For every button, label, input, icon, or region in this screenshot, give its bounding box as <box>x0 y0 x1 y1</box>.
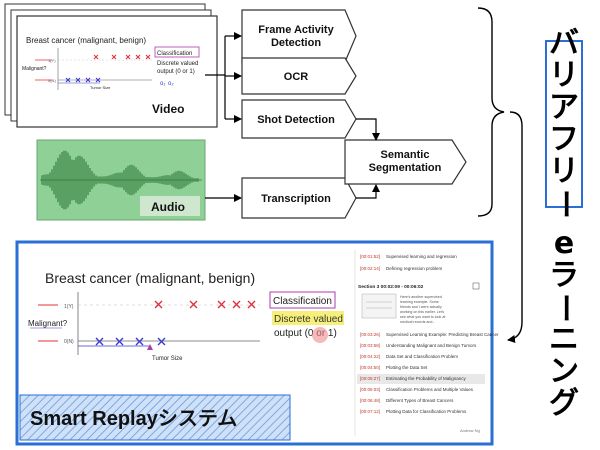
process-shot-detection: Shot Detection <box>241 99 357 139</box>
audio-label-bg <box>140 196 200 216</box>
ocr-label: OCR <box>284 71 309 83</box>
video-classification-box <box>154 46 200 58</box>
replay-discrete-highlight <box>272 311 344 325</box>
list-time-8: [00:06:48] <box>360 398 380 403</box>
vertical-title-rest: e ラ ー ニ ン グ <box>545 228 583 420</box>
vt-char-4: リ <box>549 154 579 189</box>
video-output: output (0 or 1) <box>157 69 195 75</box>
replay-cursor-dot <box>312 327 328 343</box>
list-item-2[interactable]: Supervised Learning Example: Predicting … <box>386 332 499 337</box>
replay-discrete: Discrete valued <box>274 314 343 325</box>
process-ocr: OCR <box>241 57 357 95</box>
frame-activity-line1: Frame Activity <box>258 24 334 36</box>
vt-char-3: フ <box>549 122 579 157</box>
list-row-highlight <box>357 374 485 384</box>
replay-tumor-size: Tumor Size <box>152 356 183 362</box>
process-transcription: Transcription <box>241 177 357 219</box>
vt-rest-1: ラ <box>549 258 579 293</box>
section-text: Here's another supervised learning examp… <box>400 295 446 324</box>
video-discrete: Discrete valued <box>157 61 198 67</box>
list-time-4: [00:04:22] <box>360 354 380 359</box>
replay-classification: Classification <box>273 296 332 307</box>
replay-red-crosses <box>154 300 256 309</box>
video-malignant: Malignant? <box>22 66 47 72</box>
video-blue-crosses <box>65 77 101 83</box>
process-semantic-segmentation: Semantic Segmentation <box>344 139 467 185</box>
svg-text:o₁: o₁ <box>160 81 165 87</box>
list-item-3[interactable]: Understanding Malignant and Benign Tumor… <box>386 343 477 348</box>
list-item-8[interactable]: Different Types of Breast Cancers <box>386 398 454 403</box>
video-classification: Classification <box>157 51 192 57</box>
vt-rest-5: グ <box>549 386 579 421</box>
video-slide <box>16 15 218 128</box>
process-frame-activity: Frame Activity Detection <box>241 9 357 63</box>
list-item-0: Supervised learning and regression <box>386 254 457 259</box>
system-label-bg <box>19 394 291 441</box>
svg-text:o₂: o₂ <box>168 81 174 87</box>
video-y0: 0(N) <box>48 78 56 83</box>
video-tumor-size: Tumor Size <box>90 85 111 90</box>
audio-box: Audio <box>36 139 206 221</box>
frame-activity-line2: Detection <box>271 37 321 49</box>
list-item-1: Defining regression problem <box>386 266 443 271</box>
list-item-6[interactable]: Estimating the Probability of Malignancy <box>386 376 467 381</box>
replay-slide-title: Breast cancer (malignant, benign) <box>45 270 255 286</box>
shot-detection-label: Shot Detection <box>257 114 335 126</box>
list-time-5: [00:04:50] <box>360 365 380 370</box>
list-item-4[interactable]: Data Set and Classification Problem <box>386 354 458 359</box>
replay-blue-crosses <box>95 337 166 346</box>
video-slide-title: Breast cancer (malignant, benign) <box>26 36 146 45</box>
replay-malignant: Malignant? <box>28 319 68 328</box>
list-time-0: [00:01:52] <box>360 254 380 259</box>
system-label: Smart Replayシステム <box>30 408 237 430</box>
section-title: Section 3 00:02:09 - 00:06:02 <box>358 284 424 290</box>
video-label: Video <box>152 102 184 116</box>
list-time-1: [00:02:14] <box>360 266 380 271</box>
list-item-7[interactable]: Classification Problems and Multiple Val… <box>386 387 474 392</box>
vt-char-5: ー <box>547 189 582 219</box>
vt-char-0: バ <box>549 26 579 61</box>
video-red-crosses <box>93 54 151 60</box>
replay-y0: 0(N) <box>64 339 74 345</box>
replay-footer: Andrew Ng <box>460 428 480 433</box>
replay-list: [00:03:26] Supervised Learning Example: P… <box>357 332 499 414</box>
vt-char-2: ア <box>549 90 579 125</box>
audio-label: Audio <box>151 200 185 214</box>
audio-waveform <box>41 150 199 210</box>
brace-top <box>477 7 505 217</box>
semantic-line2: Segmentation <box>369 162 442 174</box>
replay-output: output (0 or 1) <box>274 328 337 339</box>
connector-arrows <box>205 32 380 202</box>
brace-bottom <box>507 111 523 343</box>
video-y1: 1(Y) <box>48 58 56 63</box>
section-icon <box>472 282 480 290</box>
replay-y1: 1(Y) <box>64 304 74 310</box>
list-time-6: [00:05:27] <box>360 376 380 381</box>
vertical-title-boxed: バ リ ア フ リ ー <box>545 28 583 219</box>
vt-char-1: リ <box>549 58 579 93</box>
video-stack: Breast cancer (malignant, benign) Classi… <box>4 3 218 128</box>
list-time-2: [00:03:26] <box>360 332 380 337</box>
vt-rest-4: ン <box>549 354 579 389</box>
list-item-9[interactable]: Plotting Data for Classification Problem… <box>386 409 467 414</box>
list-item-5[interactable]: Plotting the Data Set <box>386 365 428 370</box>
section-thumbnail <box>361 293 397 319</box>
list-time-3: [00:03:58] <box>360 343 380 348</box>
transcription-label: Transcription <box>261 193 331 205</box>
replay-list-top: [00:01:52] Supervised learning and regre… <box>360 254 457 271</box>
vt-rest-2: ー <box>547 293 582 323</box>
vt-rest-3: ニ <box>549 322 579 357</box>
list-time-7: [00:06:03] <box>360 387 380 392</box>
list-time-9: [00:07:12] <box>360 409 380 414</box>
semantic-line1: Semantic <box>381 149 430 161</box>
smart-replay-panel: Breast cancer (malignant, benign) Classi… <box>15 240 499 446</box>
vt-rest-0: e <box>553 226 575 261</box>
replay-classification-box <box>269 291 336 309</box>
